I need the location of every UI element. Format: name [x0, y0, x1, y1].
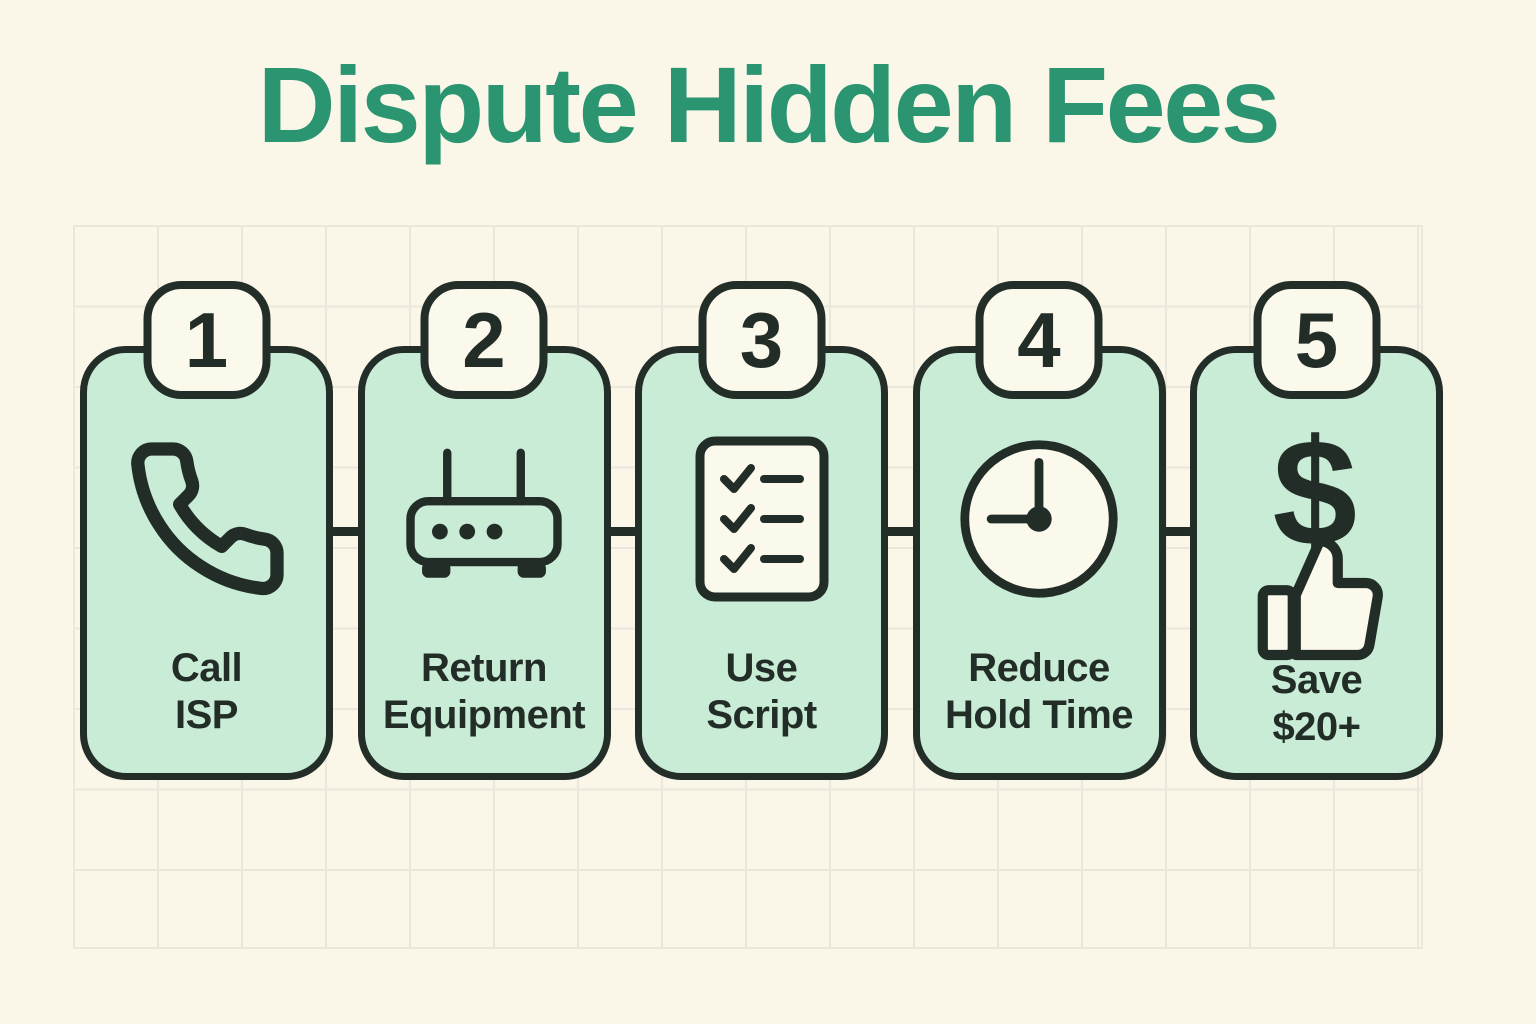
- step-connector-4-5: [1162, 527, 1194, 536]
- step-card-use-script: 3 Use Script: [635, 281, 888, 780]
- step-number-badge: 1: [143, 281, 270, 399]
- step-number-badge: 2: [420, 281, 548, 399]
- checklist-icon: [642, 433, 881, 605]
- step-label: Call ISP: [170, 645, 243, 737]
- thumbs-up-icon: [1257, 535, 1383, 661]
- step-connector-2-3: [607, 527, 639, 536]
- page-title: Dispute Hidden Fees: [257, 44, 1281, 165]
- dollar-thumbs-up-icon: $: [1197, 417, 1436, 661]
- step-label: Reduce Hold Time: [944, 645, 1134, 737]
- step-label: Save $20+: [1270, 657, 1363, 749]
- steps-row: 1 Call ISP 2: [80, 281, 1443, 780]
- step-number-badge: 3: [698, 281, 825, 399]
- step-number: 2: [462, 296, 506, 384]
- step-number-badge: 4: [975, 281, 1103, 399]
- step-number: 3: [739, 296, 784, 384]
- step-label: Return Equipment: [382, 645, 586, 737]
- step-label: Use Script: [706, 645, 817, 737]
- step-card-reduce-hold-time: 4 Reduce Hold Time: [912, 281, 1166, 780]
- step-card-save-money: 5 $ Save $20+: [1190, 281, 1443, 780]
- step-card-call-isp: 1 Call ISP: [80, 281, 333, 780]
- step-connector-1-2: [330, 527, 362, 536]
- clock-icon: [920, 433, 1159, 605]
- step-card-return-equipment: 2 Return Equipment: [357, 281, 611, 780]
- step-number: 1: [184, 296, 229, 384]
- step-connector-3-4: [885, 527, 917, 536]
- step-number: 4: [1017, 296, 1061, 384]
- phone-icon: [87, 433, 326, 605]
- step-number-badge: 5: [1253, 281, 1380, 399]
- router-icon: [365, 433, 604, 605]
- step-number: 5: [1294, 296, 1339, 384]
